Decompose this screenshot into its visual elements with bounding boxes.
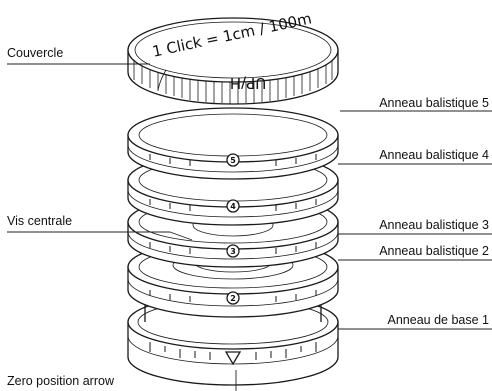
label-ring-3: Anneau balistique 3	[379, 218, 489, 232]
label-base-ring: Anneau de base 1	[388, 313, 489, 327]
label-ring-4: Anneau balistique 4	[379, 148, 489, 162]
ring-4-number: 4	[230, 202, 236, 211]
ring-5-number: 5	[230, 156, 236, 165]
cap-direction: UP/H	[230, 74, 266, 92]
ring-5: 5	[128, 108, 338, 179]
ring-2-number: 2	[230, 294, 236, 303]
ring-3-number: 3	[230, 247, 236, 256]
label-ring-2: Anneau balistique 2	[379, 244, 489, 258]
label-center-screw: Vis centrale	[7, 214, 72, 228]
label-lid: Couvercle	[7, 46, 63, 60]
label-zero-arrow: Zero position arrow	[7, 374, 114, 388]
cap: 1 Click = 1cm / 100m UP/H	[128, 9, 338, 104]
label-ring-5: Anneau balistique 5	[379, 96, 489, 110]
